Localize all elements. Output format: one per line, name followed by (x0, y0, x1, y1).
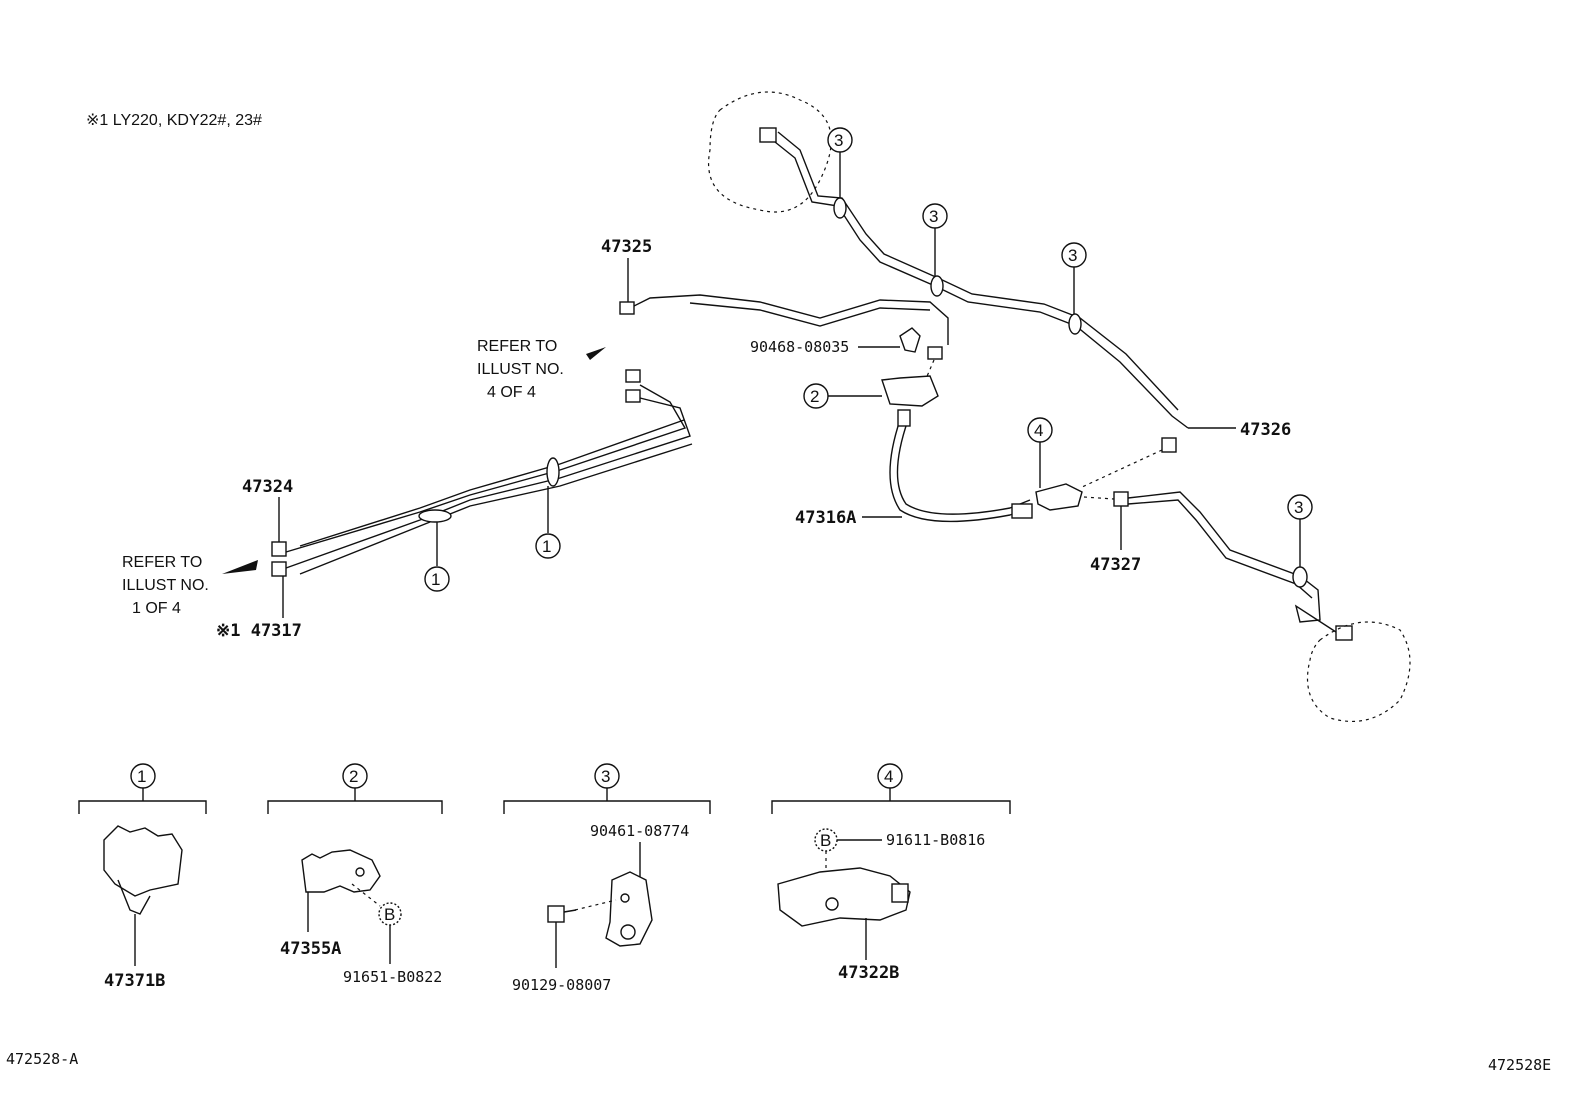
tube-47327 (1083, 491, 1353, 641)
flare-nut-47317 (271, 561, 287, 577)
label-47325: 47325 (601, 237, 652, 257)
flare-nut-47325 (619, 301, 635, 315)
callout-1-b (535, 533, 561, 559)
clamp-hole (620, 893, 630, 903)
ref-upper: REFER TO ILLUST NO. 4 OF 4 (477, 338, 606, 401)
label-47355A: 47355A (280, 939, 341, 959)
callout-3-a-num: 3 (834, 131, 843, 150)
flare-nut-upper-wheel (759, 127, 777, 143)
label-90468: 90468-08035 (750, 338, 849, 356)
label-47322B: 47322B (838, 963, 899, 983)
ref-lower-line2: ILLUST NO. (122, 577, 209, 594)
flare-nut-47327 (1113, 491, 1129, 507)
ref-upper-line3: 4 OF 4 (487, 384, 536, 401)
panel-2-callout-num: 2 (349, 767, 358, 786)
footer-left-code: 472528-A (6, 1050, 78, 1068)
panel-4-b: B (820, 831, 831, 850)
label-91611: 91611-B0816 (886, 831, 985, 849)
port-b (891, 883, 909, 903)
callout-1-a (424, 566, 450, 592)
flare-nut-47324 (271, 541, 287, 557)
clamp-47371B (103, 825, 183, 897)
callout-2-top-num: 2 (810, 387, 819, 406)
callout-3-d-num: 3 (1294, 498, 1303, 517)
front-tube-assembly (271, 369, 693, 577)
union-nut (927, 346, 943, 360)
clamp-3c (1068, 313, 1082, 335)
port-a (825, 897, 839, 911)
label-47371B: 47371B (104, 971, 165, 991)
label-90129: 90129-08007 (512, 976, 611, 994)
hose-end-lower (1011, 503, 1033, 519)
label-47317: ※1 47317 (216, 621, 302, 641)
wheel-outline-upper (708, 91, 832, 213)
ref-lower-line1: REFER TO (122, 554, 202, 571)
clamp-3a (833, 197, 847, 219)
model-note: ※1 LY220, KDY22#, 23# (86, 112, 262, 129)
detail-panel-4: 4 B 91611-B0816 47322B (771, 763, 1011, 983)
arrow-icon (222, 560, 258, 574)
clamp-3b (930, 275, 944, 297)
wheel-outline-lower (1306, 621, 1411, 722)
detail-panel-3: 3 90461-08774 90129-08007 (503, 763, 711, 994)
clamp-1a (418, 509, 452, 523)
callout-1-b-num: 1 (542, 537, 551, 556)
label-47324: 47324 (242, 477, 293, 497)
panel-2-b: B (384, 905, 395, 924)
ref-lower: REFER TO ILLUST NO. 1 OF 4 (122, 554, 258, 617)
bolt-hole (355, 867, 365, 877)
panel-4-callout-num: 4 (884, 767, 893, 786)
flare-nut-lower-wheel (1335, 625, 1353, 641)
ref-upper-line1: REFER TO (477, 338, 557, 355)
detail-panel-2: 2 47355A B 91651-B0822 (267, 763, 443, 986)
arrow-icon (586, 347, 606, 360)
callout-3-b-num: 3 (929, 207, 938, 226)
panel-1-callout-num: 1 (137, 767, 146, 786)
label-47327: 47327 (1090, 555, 1141, 575)
bracket-2 (881, 375, 939, 407)
label-47326: 47326 (1240, 420, 1291, 440)
junction-47322B (777, 867, 911, 927)
label-91651: 91651-B0822 (343, 968, 442, 986)
flare-nut-upper-a (625, 369, 641, 383)
ref-lower-line3: 1 OF 4 (132, 600, 181, 617)
bolt-90129 (547, 905, 565, 923)
clamp-90461 (605, 871, 653, 947)
junction-4 (1035, 483, 1083, 511)
flare-nut-47326 (1161, 437, 1177, 453)
detail-panel-1: 1 47371B (78, 763, 207, 991)
callout-1-a-num: 1 (431, 570, 440, 589)
clamp-ring (620, 924, 636, 940)
label-90461: 90461-08774 (590, 822, 689, 840)
callout-3-c-num: 3 (1068, 246, 1077, 265)
hose-end-upper (897, 409, 911, 427)
flare-nut-upper-b (625, 389, 641, 403)
ref-upper-line2: ILLUST NO. (477, 361, 564, 378)
callout-4-top-num: 4 (1034, 421, 1043, 440)
label-47316A: 47316A (795, 508, 856, 528)
flex-hose-47316A (889, 409, 1033, 523)
footer-right-code: 472528E (1488, 1056, 1551, 1074)
panel-3-callout-num: 3 (601, 767, 610, 786)
clip-90468 (899, 327, 921, 353)
tube-47325 (619, 294, 949, 345)
clamp-1b (546, 457, 560, 487)
clamp-3d (1292, 566, 1308, 588)
bracket-47355A (301, 849, 381, 893)
